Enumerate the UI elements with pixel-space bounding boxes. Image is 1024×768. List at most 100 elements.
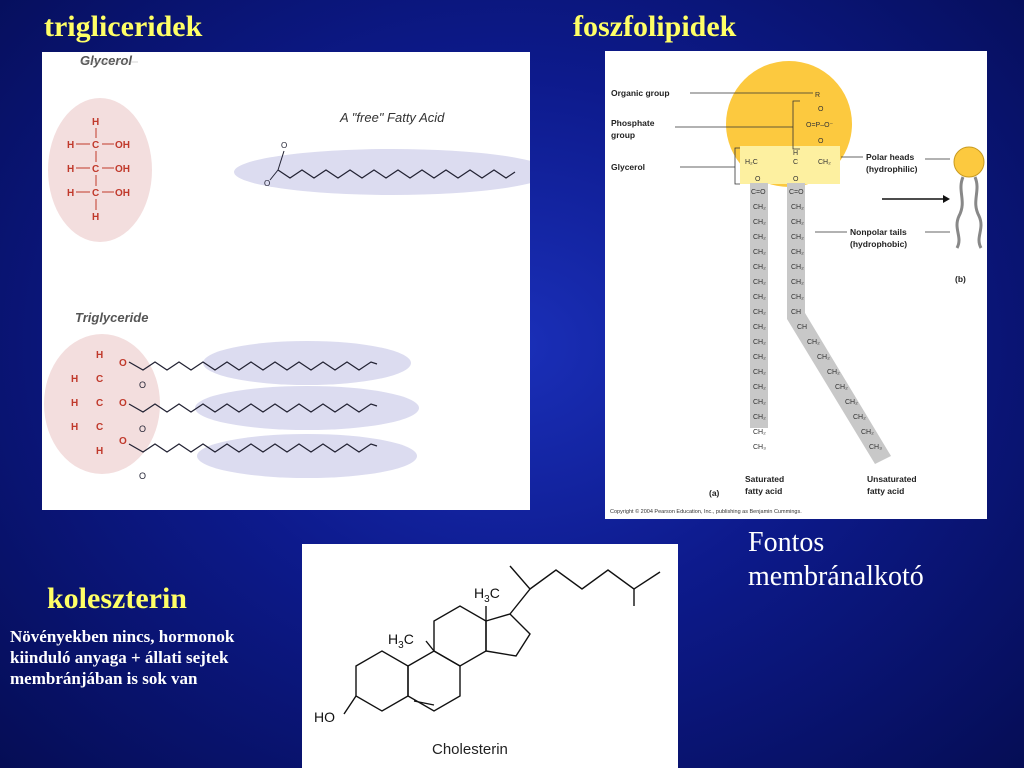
svg-text:H: H [92,117,99,128]
glycerol-label: Glycerol [80,53,132,68]
svg-text:H: H [71,422,78,433]
cholesterol-description: Növényekben nincs, hormonok kiinduló any… [10,626,290,689]
saturated-label-1: Saturated [745,474,784,484]
svg-text:CH₂: CH₂ [753,264,766,271]
svg-text:C: C [96,422,103,433]
phosphate-group-label-1: Phosphate [611,118,655,128]
svg-text:CH₂: CH₂ [753,369,766,376]
cholesterol-desc-line3: membránjában is sok van [10,669,198,688]
svg-text:O: O [139,380,146,390]
cholesterol-label: Cholesterin [432,741,508,758]
svg-text:CH₂: CH₂ [753,234,766,241]
svg-text:CH₂: CH₂ [753,339,766,346]
svg-text:CH₂: CH₂ [807,339,820,346]
svg-text:CH₂: CH₂ [791,294,804,301]
svg-text:CH₂: CH₂ [835,384,848,391]
svg-text:CH₂: CH₂ [753,279,766,286]
svg-text:H₂C: H₂C [745,159,758,166]
cholesterol-desc-line2: kiinduló anyaga + állati sejtek [10,648,229,667]
title-phospholipids: foszfolipidek [573,10,737,43]
svg-text:CH₂: CH₂ [753,324,766,331]
svg-text:CH₂: CH₂ [817,354,830,361]
svg-text:C=O: C=O [789,189,804,196]
svg-text:O: O [139,471,146,481]
svg-text:O: O [818,106,824,113]
polar-heads-label-1: Polar heads [866,152,914,162]
fatty-acid-chain [277,169,516,179]
panel-b-label: (b) [955,274,966,284]
svg-text:O: O [755,176,761,183]
svg-text:OH: OH [115,140,130,151]
panel-a-label: (a) [709,488,720,498]
svg-text:C: C [92,140,99,151]
svg-text:C=O: C=O [751,189,766,196]
svg-text:O: O [119,358,127,369]
glycerol-highlight [48,98,152,242]
svg-text:CH₂: CH₂ [753,429,766,436]
nonpolar-tails-label-2: (hydrophobic) [850,239,907,249]
polar-heads-label-2: (hydrophilic) [866,164,918,174]
saturated-tail [750,183,768,428]
svg-text:CH₂: CH₂ [753,219,766,226]
methyl-label-1: H3C [388,631,414,651]
svg-text:H: H [793,150,798,157]
svg-text:CH₂: CH₂ [753,399,766,406]
svg-text:CH₃: CH₃ [869,444,882,451]
svg-text:C: C [96,398,103,409]
svg-text:CH₂: CH₂ [753,204,766,211]
svg-text:CH₂: CH₂ [753,384,766,391]
svg-text:CH₂: CH₂ [791,234,804,241]
unsaturated-label-1: Unsaturated [867,474,917,484]
cholesterol-diagram: H3C H3C HO Cholesterin [302,544,678,768]
svg-text:CH₂: CH₂ [753,309,766,316]
svg-text:CH₂: CH₂ [845,399,858,406]
svg-text:O: O [281,141,287,150]
svg-text:CH₂: CH₂ [827,369,840,376]
glycerol-region [740,146,840,184]
phosphate-group-label-2: group [611,130,635,140]
hydroxyl-label: HO [314,709,335,725]
svg-text:O=P–O⁻: O=P–O⁻ [806,122,834,129]
svg-text:O: O [264,179,270,188]
svg-text:CH₂: CH₂ [753,414,766,421]
svg-text:CH₂: CH₂ [791,219,804,226]
svg-text:OH: OH [115,188,130,199]
nonpolar-tails-label-1: Nonpolar tails [850,227,907,237]
svg-text:CH₂: CH₂ [791,249,804,256]
svg-text:H: H [96,350,103,361]
svg-text:O: O [139,424,146,434]
cholesterol-rings [343,565,661,715]
svg-text:H: H [71,374,78,385]
triglyceride-label: Triglyceride [75,310,148,325]
svg-text:O: O [119,436,127,447]
svg-text:R: R [815,92,820,99]
triglyceride-glycerol-highlight [44,334,160,474]
saturated-label-2: fatty acid [745,486,782,496]
svg-text:H: H [96,446,103,457]
svg-text:H: H [67,140,74,151]
svg-text:CH₂: CH₂ [853,414,866,421]
fatty-acid-label: A "free" Fatty Acid [339,110,445,125]
membrane-note-line1: Fontos [748,527,825,558]
fatty-acid-highlight [234,149,530,195]
svg-text:CH₂: CH₂ [753,294,766,301]
copyright-note: Copyright © 2004 Pearson Education, Inc.… [610,508,802,515]
svg-text:CH: CH [791,309,801,316]
phospholipid-schematic [953,146,985,249]
svg-text:CH₂: CH₂ [791,264,804,271]
glycerol-label-phos: Glycerol [611,162,645,172]
svg-text:CH₂: CH₂ [753,249,766,256]
svg-text:C: C [793,159,798,166]
unsaturated-label-2: fatty acid [867,486,904,496]
svg-text:CH₂: CH₂ [818,159,831,166]
title-triglycerides: trigliceridek [44,10,203,43]
svg-text:CH₃: CH₃ [753,444,766,451]
methyl-label-2: H3C [474,585,500,605]
membrane-note-line2: membránalkotó [748,561,924,592]
svg-text:H: H [67,164,74,175]
